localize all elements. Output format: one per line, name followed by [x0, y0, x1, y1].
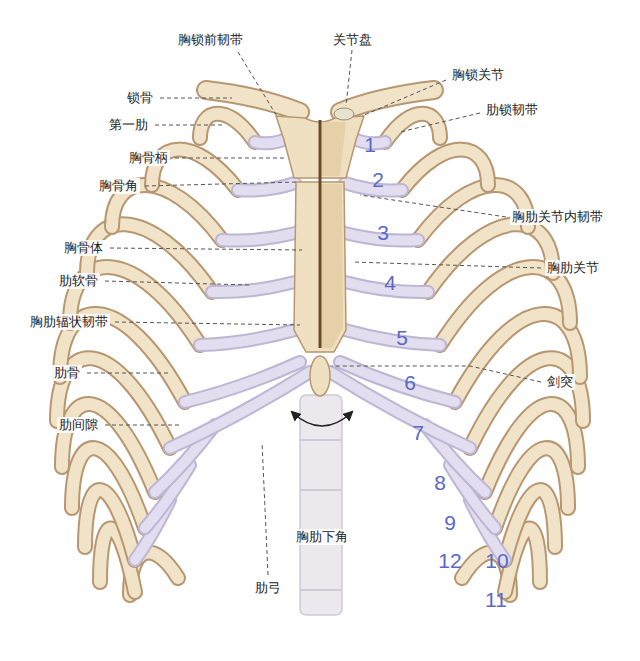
callout-number: 4 [384, 272, 396, 294]
costal-cartilage [340, 362, 455, 402]
part-label: 胸肋关节 [545, 260, 601, 276]
leader-line [360, 195, 506, 217]
rib [402, 150, 488, 190]
part-label: 肋骨 [52, 365, 82, 381]
articular-disc [334, 108, 354, 120]
costal-cartilage-outline [340, 362, 455, 402]
part-label: 肋软骨 [57, 273, 100, 289]
costal-cartilage-outline [200, 330, 295, 345]
costal-cartilage [222, 233, 295, 241]
leader-line [105, 281, 250, 285]
rib [455, 314, 580, 402]
rib [428, 224, 553, 292]
rib-outline [402, 150, 488, 190]
sternum [206, 90, 434, 396]
callout-number: 3 [377, 222, 389, 244]
leader-line [238, 52, 278, 118]
leader-line [175, 158, 284, 159]
leader-line [352, 262, 541, 268]
costal-cartilage [345, 330, 440, 345]
part-label: 肋弓 [253, 580, 283, 596]
part-label: 胸肋关节内韧带 [510, 209, 605, 225]
part-label: 胸骨柄 [127, 150, 170, 166]
clavicle-outline [206, 90, 300, 112]
leader-line [362, 80, 446, 116]
costal-cartilage-outline [222, 233, 295, 241]
callout-number: 8 [434, 472, 446, 494]
callout-number: 9 [444, 512, 456, 534]
vertebra-joint [300, 439, 342, 441]
rib-outline [485, 404, 578, 492]
rib-outline [455, 314, 580, 402]
clavicle [206, 90, 300, 112]
part-label: 胸骨角 [97, 178, 140, 194]
leader-line [160, 98, 232, 99]
part-label: 关节盘 [331, 32, 374, 48]
vertebral-column [300, 395, 342, 615]
callout-number: 7 [412, 422, 424, 444]
leader-line [262, 442, 268, 575]
callout-number: 5 [396, 327, 408, 349]
vertebra-column [300, 395, 342, 615]
leader-line [155, 125, 225, 126]
part-label: 胸肋下角 [294, 529, 350, 545]
sternum-section [320, 122, 346, 176]
callout-number: 11 [485, 589, 507, 611]
costal-cartilage [185, 362, 300, 402]
sternum-section [320, 184, 343, 348]
part-label: 胸锁关节 [450, 67, 506, 83]
callout-number: 2 [372, 169, 384, 191]
leader-line [346, 50, 352, 106]
part-label: 肋间隙 [57, 417, 100, 433]
costal-cartilage-outline [212, 282, 295, 292]
callout-number: 12 [438, 550, 461, 572]
callout-number: 6 [404, 372, 416, 394]
rib-outline [470, 358, 583, 448]
costal-cartilage-outline [185, 362, 300, 402]
rib-outline [428, 224, 553, 292]
costal-cartilage [212, 282, 295, 292]
leader-line [400, 113, 480, 132]
callout-number: 1 [364, 134, 376, 156]
part-label: 胸肋辐状韧带 [28, 314, 110, 330]
sternum-cut-line [319, 120, 322, 348]
part-label: 剑突 [545, 374, 575, 390]
costal-cartilage-outline [238, 183, 295, 191]
leader-line [105, 425, 180, 426]
xiphoid [310, 356, 330, 396]
costal-cartilage-outline [345, 330, 440, 345]
part-label: 锁骨 [125, 90, 155, 106]
costal-cartilage [238, 183, 295, 191]
part-label: 胸骨体 [62, 240, 105, 256]
vertebra-joint [300, 589, 342, 591]
vertebra-joint [300, 489, 342, 491]
rib [470, 358, 583, 448]
rib-outline [385, 114, 440, 142]
leader-line [145, 182, 298, 186]
callout-number: 10 [485, 550, 508, 572]
leader-line [115, 322, 300, 325]
part-label: 肋锁韧带 [484, 102, 540, 118]
rib [200, 114, 255, 142]
ribs [57, 114, 583, 595]
clavicle [340, 90, 434, 112]
rib [485, 404, 578, 492]
rib [385, 114, 440, 142]
leader-line [87, 373, 168, 374]
costal-cartilage [200, 330, 295, 345]
clavicle-outline [340, 90, 434, 112]
rib-outline [200, 114, 255, 142]
leader-line [110, 248, 302, 250]
part-label: 胸锁前韧带 [176, 32, 245, 48]
part-label: 第一肋 [107, 117, 150, 133]
leader-line [332, 366, 541, 382]
angle-arrow [292, 412, 352, 426]
